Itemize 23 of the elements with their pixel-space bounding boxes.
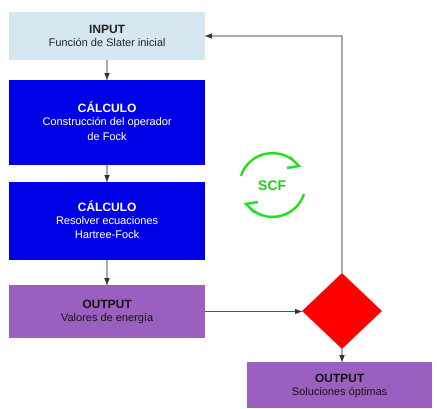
arrow: [339, 348, 345, 362]
output-box: [247, 362, 432, 408]
output-box: [9, 285, 205, 338]
process-box: [9, 80, 205, 165]
box-text: Resolver ecuaciones Hartree-Fock: [54, 214, 160, 242]
box-text: Función de Slater inicial: [48, 36, 166, 50]
box-heading: INPUT: [89, 22, 125, 36]
cycle-label: SCF: [257, 177, 287, 193]
box-heading: CÁLCULO: [78, 200, 136, 214]
box-heading: OUTPUT: [82, 297, 132, 312]
box-heading: OUTPUT: [314, 370, 364, 385]
diamond-shape: [302, 273, 382, 349]
box-text: Soluciones óptimas: [292, 384, 388, 400]
process-box: [9, 182, 205, 260]
box-heading: CÁLCULO: [78, 101, 136, 116]
input-box: [9, 12, 205, 60]
arrow: [104, 260, 110, 286]
box-text: Valores de energía: [60, 311, 154, 326]
arrow: [204, 308, 302, 314]
arrow: [204, 33, 342, 274]
arrow: [104, 60, 110, 80]
box-text: Construcción del operador de Fock: [41, 115, 173, 144]
arrow: [104, 164, 110, 182]
